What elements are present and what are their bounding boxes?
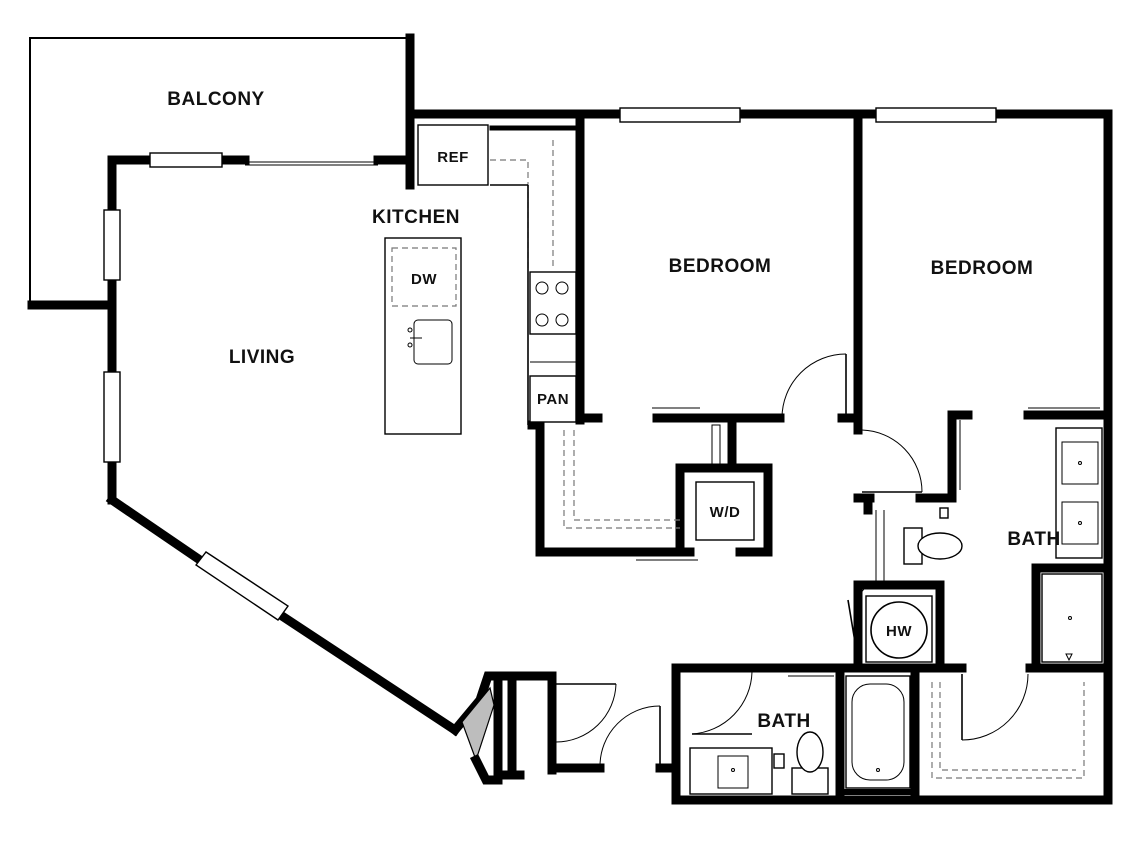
label-kitchen: KITCHEN <box>372 207 460 228</box>
window-living-diagonal <box>194 551 289 621</box>
window-bedroom-1 <box>619 107 741 123</box>
toilet-tank-2 <box>791 767 829 795</box>
label-bedroom-1: BEDROOM <box>669 256 772 277</box>
vanity-sink-2 <box>1061 501 1099 545</box>
exterior-walls <box>105 107 1113 805</box>
label-washer-dryer: W/D <box>710 504 741 521</box>
refrigerator <box>417 124 489 186</box>
walkin-closet <box>931 682 1085 779</box>
washer-dryer <box>695 481 755 541</box>
kitchen-island <box>384 237 462 435</box>
bathtub <box>845 675 911 789</box>
range <box>529 271 577 335</box>
toilet-1 <box>917 532 963 560</box>
double-vanity <box>1055 427 1103 559</box>
doors <box>555 353 1100 768</box>
pantry <box>529 375 577 423</box>
balcony-outline <box>27 33 415 310</box>
bath-1-fixtures <box>875 427 1103 663</box>
window-living-top <box>149 152 223 168</box>
label-refrigerator: REF <box>437 149 469 166</box>
window-living-left-2 <box>103 371 121 463</box>
label-dishwasher: DW <box>411 271 437 288</box>
window-bedroom-2 <box>875 107 997 123</box>
label-bath-2: BATH <box>757 711 810 732</box>
toilet-2 <box>796 731 824 773</box>
bath-2-sink <box>717 755 749 789</box>
label-balcony: BALCONY <box>167 89 264 110</box>
kitchen-fixtures <box>384 124 580 435</box>
window-living-left-1 <box>103 209 121 281</box>
label-bedroom-2: BEDROOM <box>931 258 1034 279</box>
bathtub-basin <box>851 683 905 781</box>
water-heater-closet <box>865 595 933 663</box>
vanity-sink-1 <box>1061 441 1099 485</box>
label-pantry: PAN <box>537 391 569 408</box>
entry-closet <box>461 675 557 785</box>
bath-2-fixtures <box>689 675 915 795</box>
closet-dashes <box>563 430 698 561</box>
room-labels: BALCONY KITCHEN LIVING BEDROOM BEDROOM B… <box>167 89 1060 732</box>
island-sink <box>413 319 453 365</box>
label-water-heater: HW <box>886 623 912 640</box>
windows <box>103 107 997 621</box>
utility-fixtures <box>695 481 933 663</box>
interior-walls <box>527 113 1113 805</box>
fixture-labels: REF DW PAN W/D HW <box>411 149 912 640</box>
bath-2-vanity <box>689 747 773 795</box>
label-bath-1: BATH <box>1007 529 1060 550</box>
label-living: LIVING <box>229 347 295 368</box>
water-heater <box>870 601 928 659</box>
